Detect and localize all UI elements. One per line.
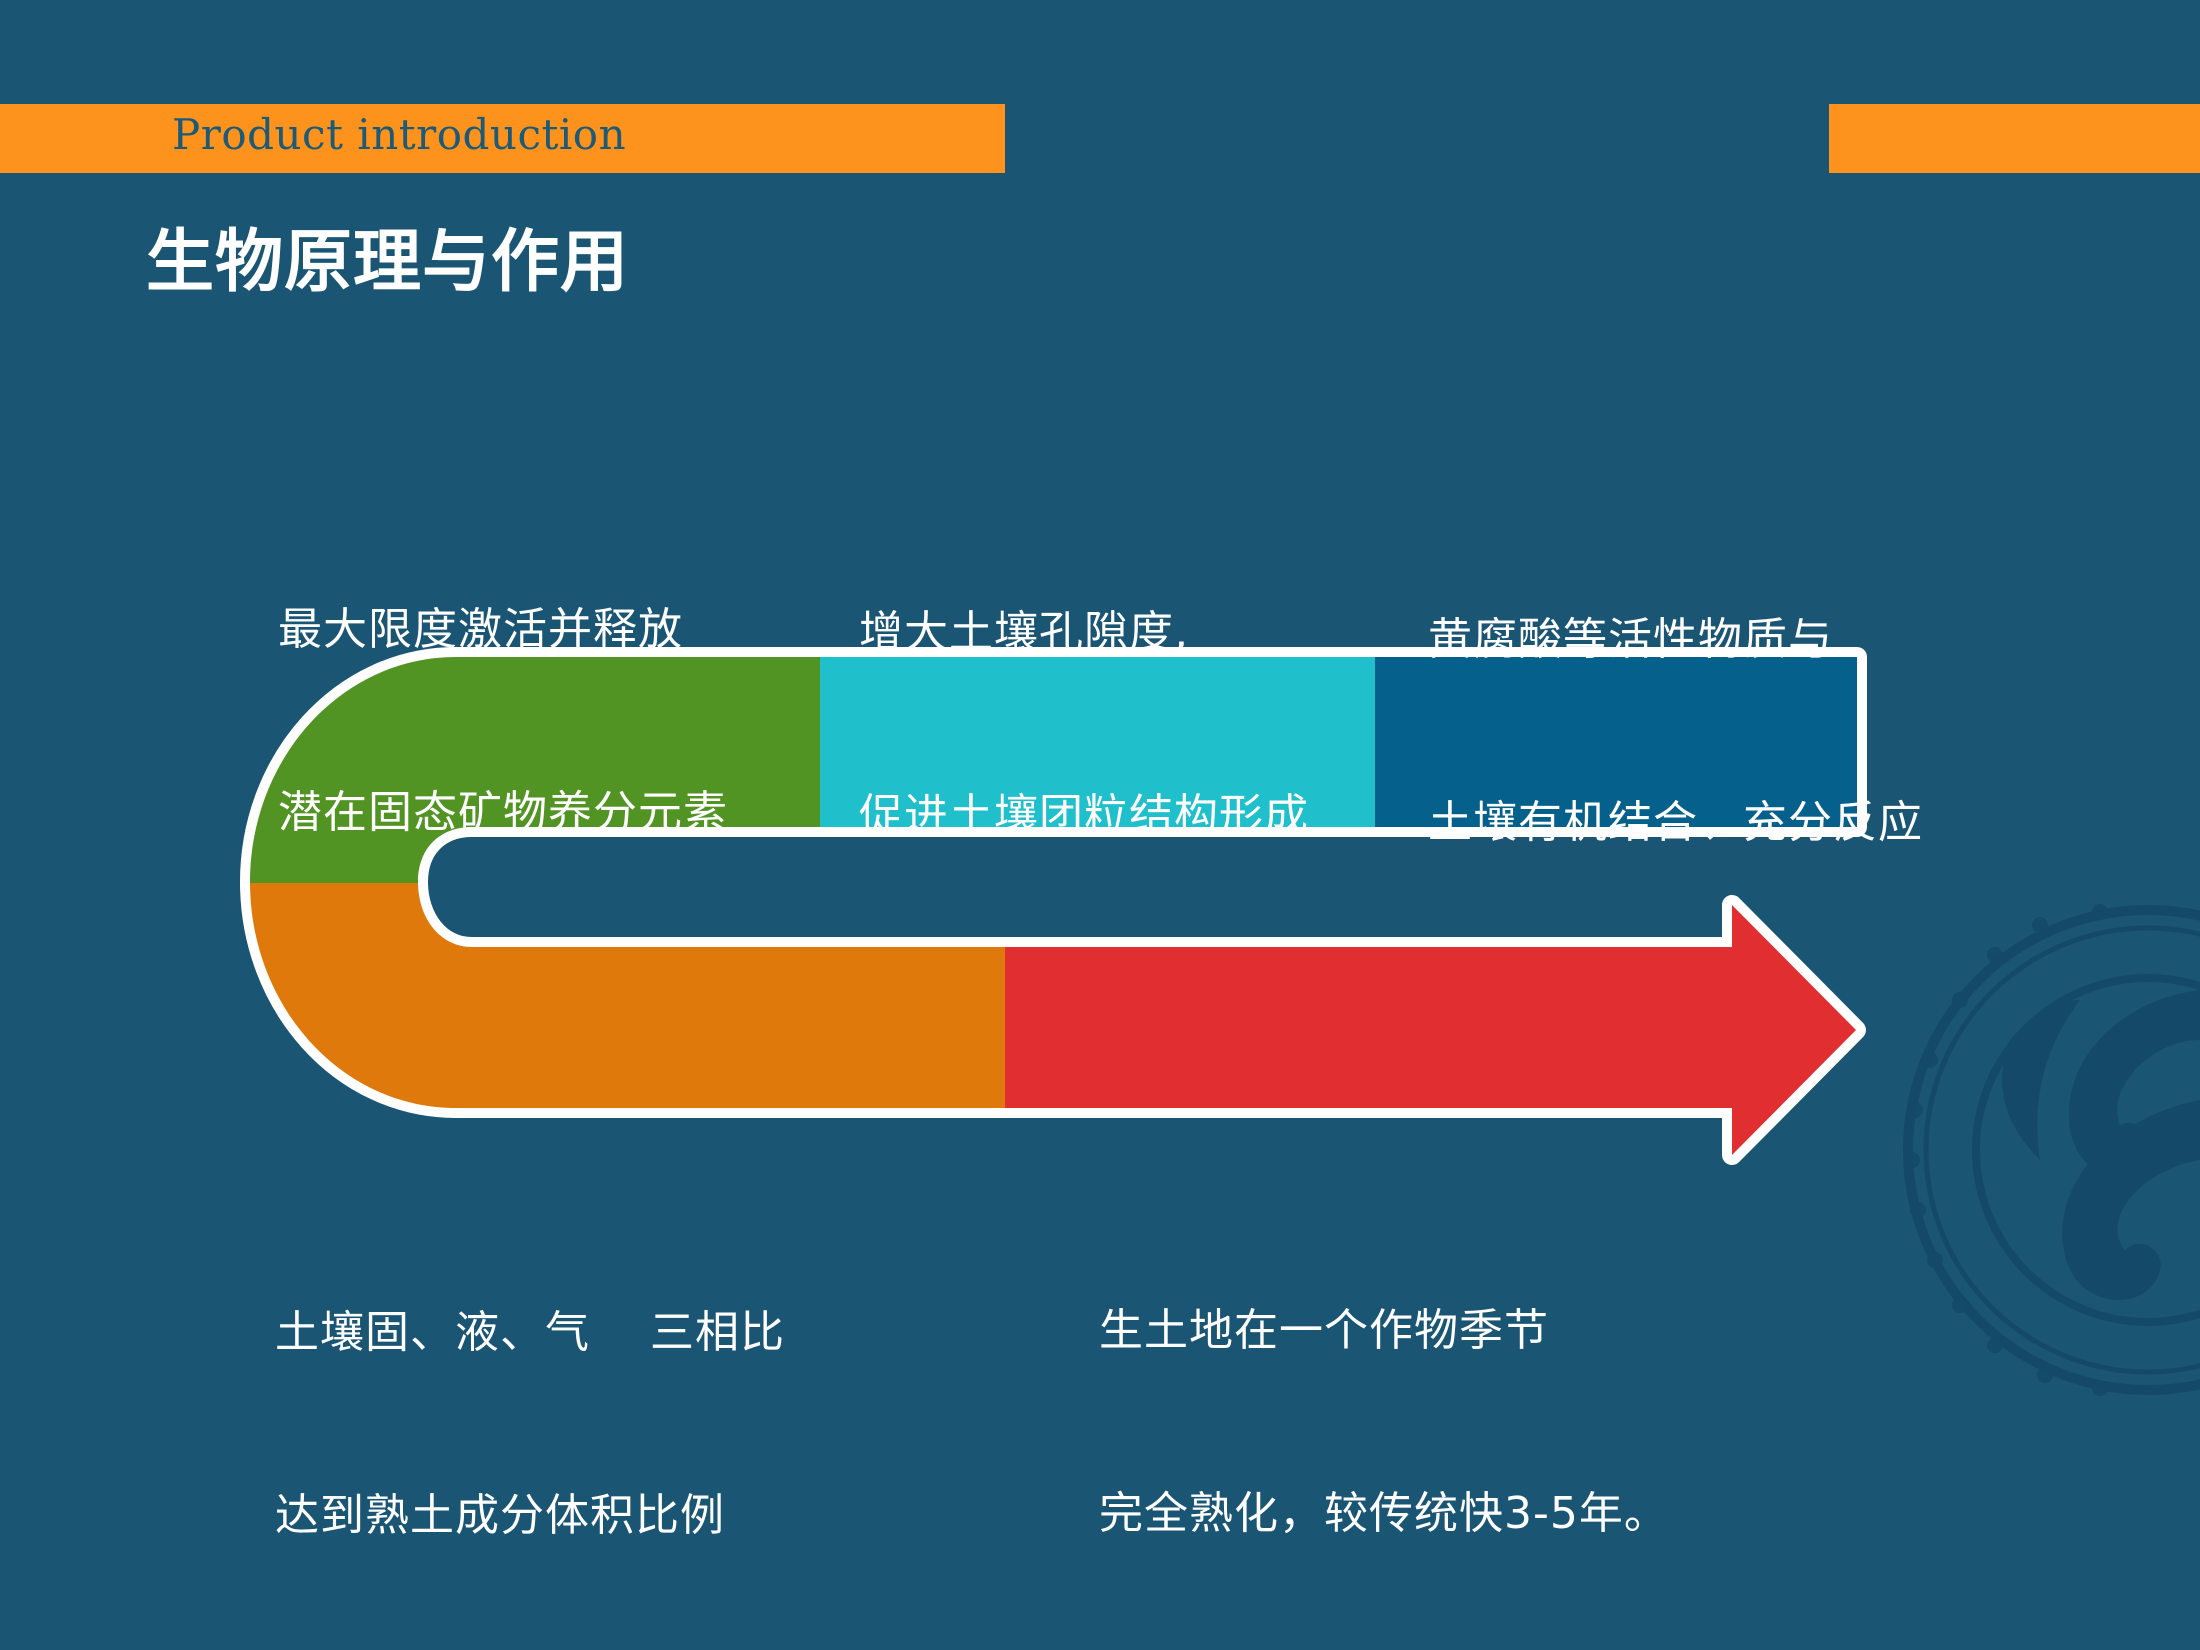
text-line: 潜在固态矿物养分元素 (278, 787, 728, 838)
text-line: 土壤固、液、气 三相比 (275, 1307, 785, 1358)
text-block-red: 生土地在一个作物季节 完全熟化，较传统快3-5年。 (1099, 1178, 1669, 1605)
text-line: 最大限度激活并释放 (278, 604, 683, 655)
text-line: 黄腐酸等活性物质与 (1428, 614, 1833, 665)
section-subtitle: Product introduction (172, 110, 627, 159)
text-block-darkblue: 黄腐酸等活性物质与 土壤有机结合、充分反应 (1428, 487, 1923, 914)
segment-cyan (820, 657, 1375, 830)
header-accent-bar-right (1829, 104, 2200, 173)
segment-darkblue (1375, 657, 1857, 830)
text-line: 完全熟化，较传统快3-5年。 (1099, 1488, 1669, 1539)
text-block-orange: 土壤固、液、气 三相比 达到熟土成分体积比例 (275, 1180, 785, 1607)
text-block-cyan: 增大土壤孔隙度, 促进土壤团粒结构形成 (859, 480, 1309, 907)
text-line: 土壤有机结合、充分反应 (1428, 797, 1923, 848)
page-title: 生物原理与作用 (146, 223, 630, 302)
segment-red (1005, 890, 1857, 1155)
text-line: 达到熟土成分体积比例 (275, 1490, 725, 1541)
text-line: 增大土壤孔隙度, (859, 607, 1189, 658)
text-block-green: 最大限度激活并释放 潜在固态矿物养分元素 (278, 477, 728, 904)
header-accent-bar-left (0, 104, 1005, 173)
text-line: 促进土壤团粒结构形成 (859, 790, 1309, 841)
text-line: 生土地在一个作物季节 (1099, 1305, 1549, 1356)
